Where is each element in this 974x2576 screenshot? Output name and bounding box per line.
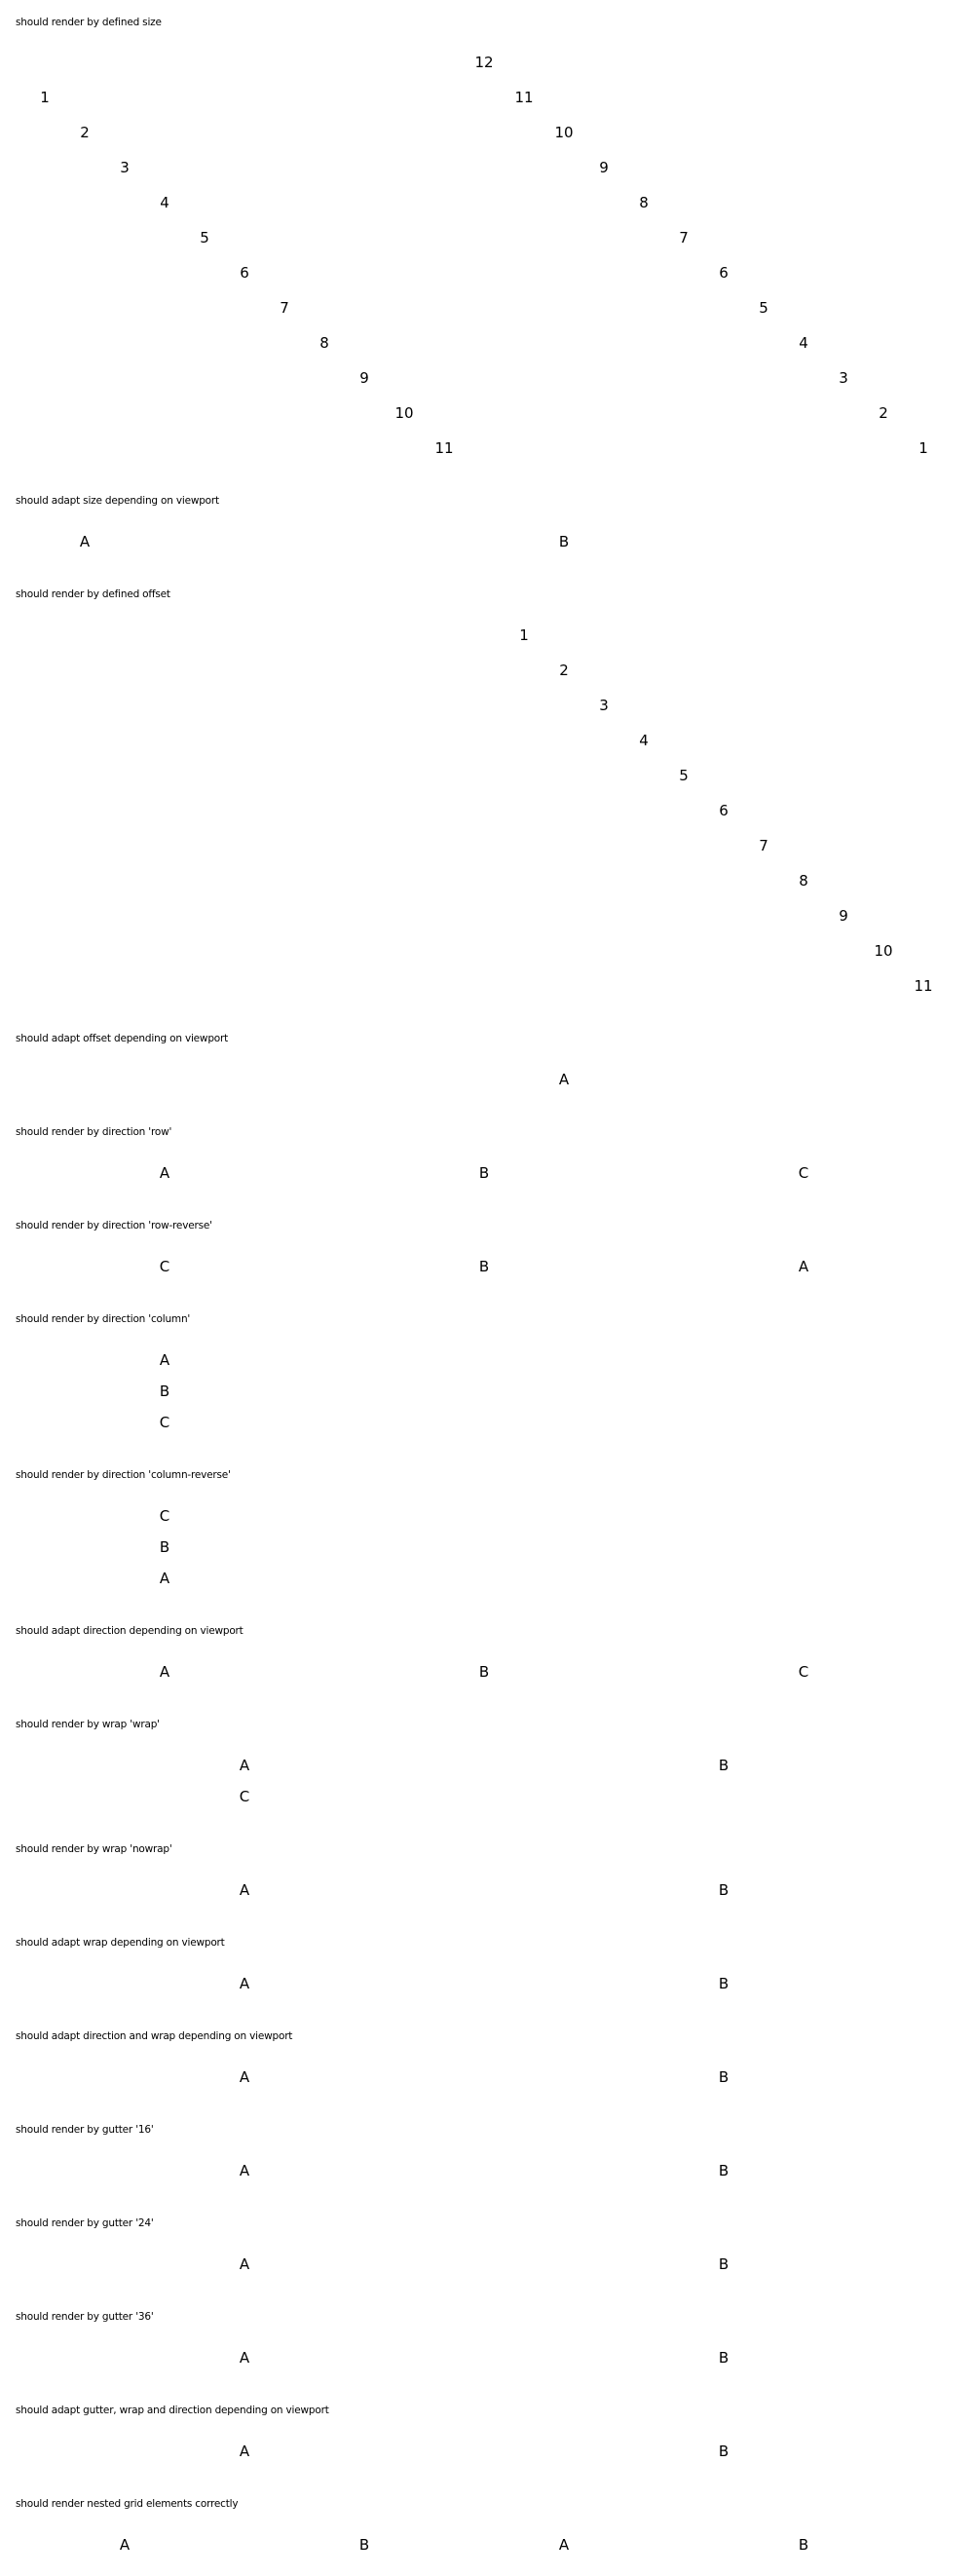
- grid-item: A: [239, 1757, 250, 1774]
- grid-item: 6: [240, 264, 249, 282]
- grid-item: A: [79, 533, 91, 550]
- grid-item: B: [478, 1258, 490, 1275]
- grid-item: 11: [914, 977, 933, 995]
- grid-item: A: [159, 1570, 170, 1587]
- grid-item: 1: [918, 439, 928, 457]
- grid-item: 2: [559, 662, 569, 679]
- section-title: should adapt direction and wrap dependin…: [16, 2030, 293, 2042]
- grid-item: A: [159, 1663, 170, 1681]
- section-title: should render by direction 'column': [16, 1313, 191, 1325]
- grid-item: C: [798, 1164, 809, 1182]
- section-title: should render by defined size: [16, 17, 162, 28]
- grid-item: 1: [40, 89, 50, 106]
- grid-item: 7: [679, 229, 689, 246]
- grid-item: B: [718, 1975, 730, 1992]
- section-title: should adapt direction depending on view…: [16, 1625, 244, 1637]
- grid-item: 4: [639, 732, 649, 749]
- section-title: should render by direction 'row-reverse': [16, 1220, 212, 1231]
- grid-item: 7: [759, 837, 768, 854]
- section-title: should render by gutter '36': [16, 2311, 154, 2323]
- grid-item: B: [718, 2443, 730, 2460]
- grid-item: B: [798, 2536, 809, 2554]
- grid-item: B: [718, 1757, 730, 1774]
- grid-item: 9: [599, 159, 609, 176]
- grid-item: 10: [874, 942, 893, 960]
- grid-item: C: [159, 1507, 170, 1525]
- grid-item: A: [119, 2536, 131, 2554]
- grid-item: 2: [879, 404, 888, 422]
- grid-item: 5: [200, 229, 209, 246]
- grid-item: A: [239, 2443, 250, 2460]
- section-title: should render by defined offset: [16, 588, 170, 600]
- section-title: should adapt gutter, wrap and direction …: [16, 2405, 329, 2416]
- grid-item: 5: [759, 299, 768, 317]
- grid-item: 11: [514, 89, 534, 106]
- grid-item: A: [239, 1975, 250, 1992]
- grid-item: B: [718, 2255, 730, 2273]
- grid-item: B: [718, 2068, 730, 2086]
- section-title: should render nested grid elements corre…: [16, 2498, 239, 2510]
- section-title: should adapt wrap depending on viewport: [16, 1937, 225, 1949]
- grid-item: A: [159, 1164, 170, 1182]
- grid-item: A: [239, 2162, 250, 2179]
- grid-item: A: [239, 2349, 250, 2367]
- grid-item: 10: [554, 124, 574, 141]
- grid-item: A: [239, 2255, 250, 2273]
- grid-item: B: [718, 2349, 730, 2367]
- grid-item: B: [718, 1881, 730, 1899]
- section-title: should render by direction 'row': [16, 1126, 172, 1138]
- grid-item: 4: [160, 194, 169, 211]
- grid-item: 11: [434, 439, 454, 457]
- grid-item: 3: [599, 697, 609, 714]
- grid-item: 10: [394, 404, 414, 422]
- grid-item: A: [239, 2068, 250, 2086]
- grid-item: B: [159, 1383, 170, 1400]
- section-title: should render by wrap 'nowrap': [16, 1843, 172, 1855]
- section-title: should adapt size depending on viewport: [16, 495, 219, 507]
- grid-item: A: [239, 1881, 250, 1899]
- section-title: should render by gutter '16': [16, 2124, 154, 2136]
- grid-item: B: [159, 1538, 170, 1556]
- grid-item: C: [239, 1788, 250, 1805]
- grid-item: A: [159, 1351, 170, 1369]
- grid-item: C: [159, 1414, 170, 1431]
- grid-item: 2: [80, 124, 90, 141]
- grid-item: A: [798, 1258, 809, 1275]
- grid-item: 1: [519, 626, 529, 644]
- grid-item: 9: [839, 907, 848, 925]
- grid-item: 3: [839, 369, 848, 387]
- grid-item: B: [478, 1164, 490, 1182]
- grid-item: 12: [474, 54, 494, 71]
- grid-item: 9: [359, 369, 369, 387]
- grid-item: 6: [719, 802, 729, 819]
- grid-item: 4: [799, 334, 808, 352]
- grid-item: 3: [120, 159, 130, 176]
- grid-item: 8: [319, 334, 329, 352]
- section-title: should adapt offset depending on viewpor…: [16, 1033, 229, 1044]
- grid-item: B: [558, 533, 570, 550]
- section-title: should render by direction 'column-rever…: [16, 1469, 231, 1481]
- grid-item: 7: [280, 299, 289, 317]
- grid-item: B: [478, 1663, 490, 1681]
- grid-item: C: [159, 1258, 170, 1275]
- grid-item: A: [558, 2536, 570, 2554]
- grid-item: 8: [799, 872, 808, 890]
- grid-item: B: [718, 2162, 730, 2179]
- section-title: should render by gutter '24': [16, 2217, 154, 2229]
- grid-item: A: [558, 1071, 570, 1088]
- grid-item: B: [358, 2536, 370, 2554]
- grid-item: 5: [679, 767, 689, 784]
- section-title: should render by wrap 'wrap': [16, 1719, 160, 1730]
- grid-item: 6: [719, 264, 729, 282]
- grid-item: 8: [639, 194, 649, 211]
- grid-item: C: [798, 1663, 809, 1681]
